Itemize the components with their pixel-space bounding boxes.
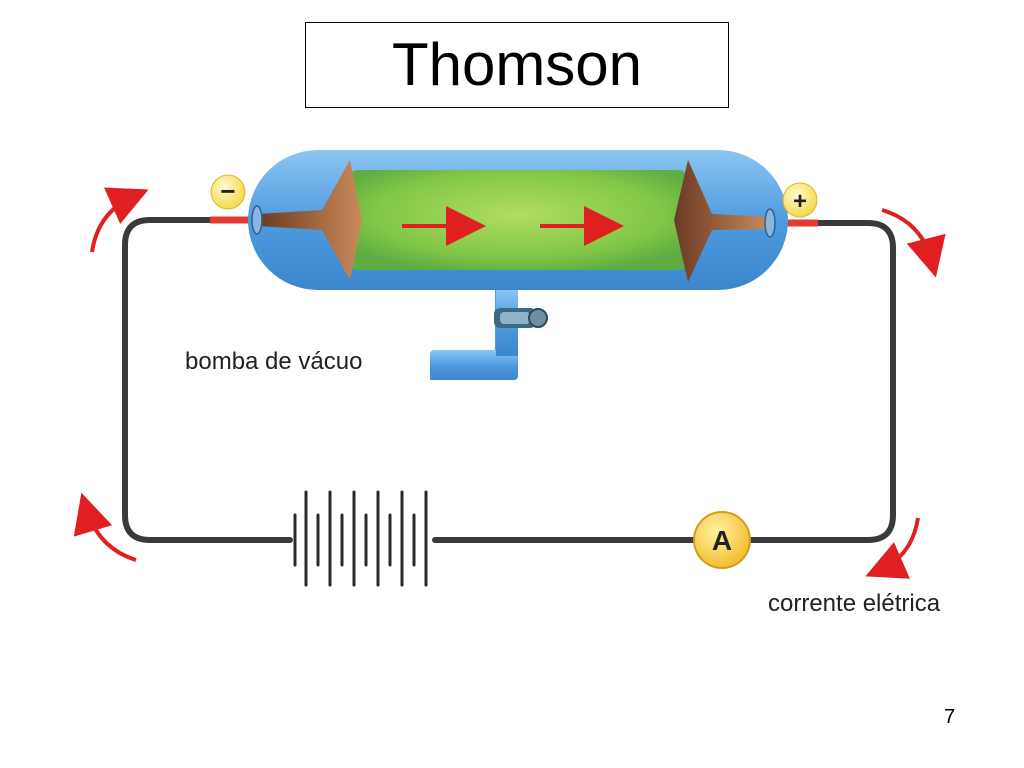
positive-sign: + [793, 188, 807, 215]
cathode-ray-glow [348, 170, 688, 270]
positive-terminal-badge: + [782, 182, 818, 218]
page-number: 7 [944, 706, 956, 728]
current-arrow-icon [73, 492, 137, 562]
vacuum-pump-label: bomba de vácuo [185, 348, 363, 375]
negative-terminal-badge: − [210, 174, 246, 210]
current-arrow-icon [865, 517, 920, 579]
anode-electrode [674, 160, 776, 282]
title-box: Thomson [305, 22, 729, 108]
vacuum-pump-tube [430, 288, 518, 380]
battery-icon [293, 490, 428, 587]
cathode-electrode [251, 160, 362, 280]
ammeter-label: A [712, 525, 732, 556]
current-arrow-icon [90, 187, 149, 253]
ammeter-icon: A [693, 511, 751, 569]
vacuum-valve-icon [494, 308, 548, 328]
negative-sign: − [220, 176, 235, 206]
current-label: corrente elétrica [768, 590, 941, 617]
current-arrow-icon [881, 208, 946, 278]
slide-title: Thomson [391, 31, 643, 98]
